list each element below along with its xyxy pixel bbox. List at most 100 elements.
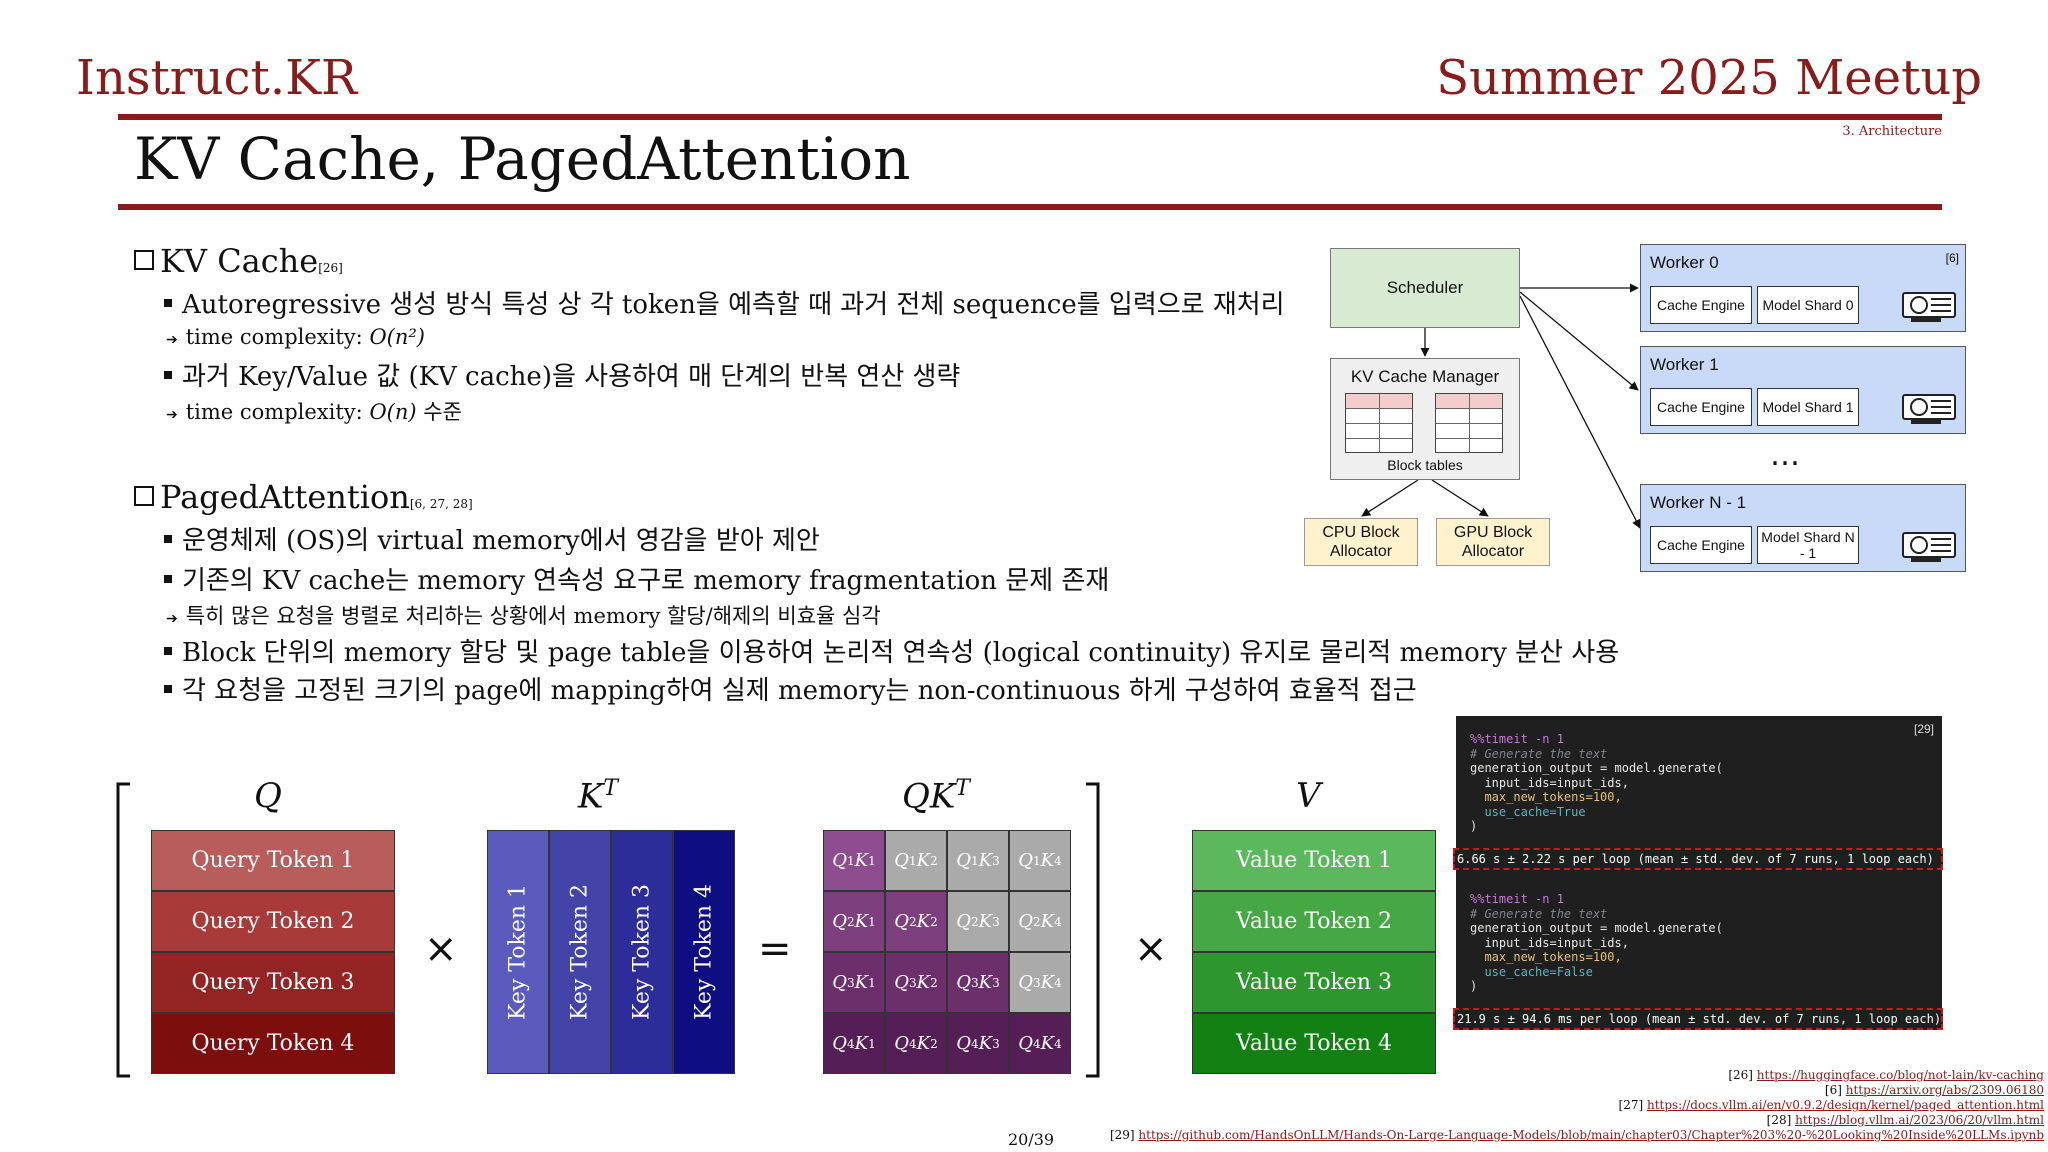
v-label: V <box>1296 776 1321 816</box>
query-token-1: Query Token 1 <box>151 830 395 891</box>
key-token-2: Key Token 2 <box>549 830 611 1074</box>
square-bullet-icon <box>164 575 172 583</box>
block-tables-label: Block tables <box>1387 457 1463 473</box>
pa-ref: [6, 27, 28] <box>409 497 473 511</box>
gpu-block-allocator: GPU Block Allocator <box>1436 518 1550 566</box>
kv-sub-2: ➔time complexity: O(n) 수준 <box>166 400 462 424</box>
diagram-ref: [6] <box>1945 251 1959 265</box>
value-token-1: Value Token 1 <box>1192 830 1436 891</box>
multiply-sign: × <box>424 926 458 972</box>
kv-cache-manager-title: KV Cache Manager <box>1350 367 1500 386</box>
page-number: 20/39 <box>1008 1130 1055 1149</box>
worker-title: Worker 0 <box>1650 253 1719 272</box>
scheduler-box: Scheduler <box>1330 248 1520 328</box>
qkt-label: QKT <box>902 776 970 817</box>
worker-title: Worker N - 1 <box>1650 493 1747 512</box>
pa-sub-2: ➔특히 많은 요청을 병렬로 처리하는 상황에서 memory 할당/해제의 비… <box>166 604 881 628</box>
square-bullet-icon <box>164 299 172 307</box>
kt-label: KT <box>578 776 619 817</box>
value-token-2: Value Token 2 <box>1192 891 1436 952</box>
multiply-sign: × <box>1134 926 1168 972</box>
square-bullet-icon <box>164 535 172 543</box>
kv-bullet-1: Autoregressive 생성 방식 특성 상 각 token을 예측할 때… <box>164 284 1285 321</box>
pa-bullet-1: 운영체제 (OS)의 virtual memory에서 영감을 받아 제안 <box>164 520 820 557</box>
cache-engine-box: Cache Engine <box>1650 388 1752 426</box>
worker-title: Worker 1 <box>1650 355 1719 374</box>
section-tag: 3. Architecture <box>1842 124 1942 139</box>
square-bullet-icon <box>164 647 172 655</box>
header-org: Instruct.KR <box>76 50 358 106</box>
kv-sub-1: ➔time complexity: O(n²) <box>166 325 425 349</box>
block-table-2 <box>1435 393 1503 453</box>
arrow-bullet-icon: ➔ <box>166 611 178 627</box>
page-title: KV Cache, PagedAttention <box>134 125 911 193</box>
checkbox-bullet-icon <box>134 486 154 506</box>
title-rule <box>118 204 1942 210</box>
header-event: Summer 2025 Meetup <box>1436 50 1982 106</box>
footnote-29: [29] https://github.com/HandsOnLLM/Hands… <box>1109 1128 2044 1142</box>
pa-heading: PagedAttention[6, 27, 28] <box>134 478 473 516</box>
pa-bullet-2: 기존의 KV cache는 memory 연속성 요구로 memory frag… <box>164 560 1109 597</box>
complexity-quadratic: O(n²) <box>369 325 425 349</box>
value-token-3: Value Token 3 <box>1192 952 1436 1013</box>
query-token-2: Query Token 2 <box>151 891 395 952</box>
q-label: Q <box>254 776 282 816</box>
key-token-1: Key Token 1 <box>487 830 549 1074</box>
query-token-3: Query Token 3 <box>151 952 395 1013</box>
complexity-linear: O(n) <box>369 400 417 424</box>
cache-engine-box: Cache Engine <box>1650 286 1752 324</box>
model-shard-box: Model Shard 0 <box>1757 286 1859 324</box>
equals-sign: = <box>758 926 792 972</box>
code-block-2: %%timeit -n 1 # Generate the text genera… <box>1470 892 1723 993</box>
footnote-26: [26] https://huggingface.co/blog/not-lai… <box>1728 1068 2044 1082</box>
result-with-cache: 6.66 s ± 2.22 s per loop (mean ± std. de… <box>1453 848 1943 870</box>
arrow-bullet-icon: ➔ <box>166 407 178 423</box>
kv-heading: KV Cache[26] <box>134 242 343 280</box>
pa-bullet-3: Block 단위의 memory 할당 및 page table을 이용하여 논… <box>164 632 1619 669</box>
model-shard-box: Model Shard N - 1 <box>1757 526 1859 564</box>
square-bullet-icon <box>164 685 172 693</box>
gpu-card-icon <box>1902 292 1956 322</box>
cache-engine-box: Cache Engine <box>1650 526 1752 564</box>
kv-ref: [26] <box>318 261 343 275</box>
value-token-4: Value Token 4 <box>1192 1013 1436 1074</box>
kv-cache-manager-box: KV Cache Manager Block tables <box>1330 358 1520 480</box>
arrow-bullet-icon: ➔ <box>166 332 178 348</box>
pa-bullet-4: 각 요청을 고정된 크기의 page에 mapping하여 실제 memory는… <box>164 670 1417 707</box>
workers-ellipsis: … <box>1770 438 1800 473</box>
kv-bullet-2: 과거 Key/Value 값 (KV cache)을 사용하여 매 단계의 반복… <box>164 356 960 393</box>
header-rule <box>118 114 1942 120</box>
footnote-6: [6] https://arxiv.org/abs/2309.06180 <box>1824 1083 2044 1097</box>
query-token-4: Query Token 4 <box>151 1013 395 1074</box>
worker-n-1: Worker N - 1 Cache Engine Model Shard N … <box>1640 484 1966 572</box>
footnote-28: [28] https://blog.vllm.ai/2023/06/20/vll… <box>1766 1113 2044 1127</box>
worker-0: Worker 0 [6] Cache Engine Model Shard 0 <box>1640 244 1966 332</box>
key-token-3: Key Token 3 <box>611 830 673 1074</box>
block-table-1 <box>1345 393 1413 453</box>
worker-1: Worker 1 Cache Engine Model Shard 1 <box>1640 346 1966 434</box>
gpu-card-icon <box>1902 394 1956 424</box>
checkbox-bullet-icon <box>134 250 154 270</box>
cpu-block-allocator: CPU Block Allocator <box>1304 518 1418 566</box>
code-ref: [29] <box>1913 722 1934 736</box>
code-panel: [29] %%timeit -n 1 # Generate the text g… <box>1456 716 1942 1026</box>
key-token-4: Key Token 4 <box>673 830 735 1074</box>
square-bullet-icon <box>164 371 172 379</box>
